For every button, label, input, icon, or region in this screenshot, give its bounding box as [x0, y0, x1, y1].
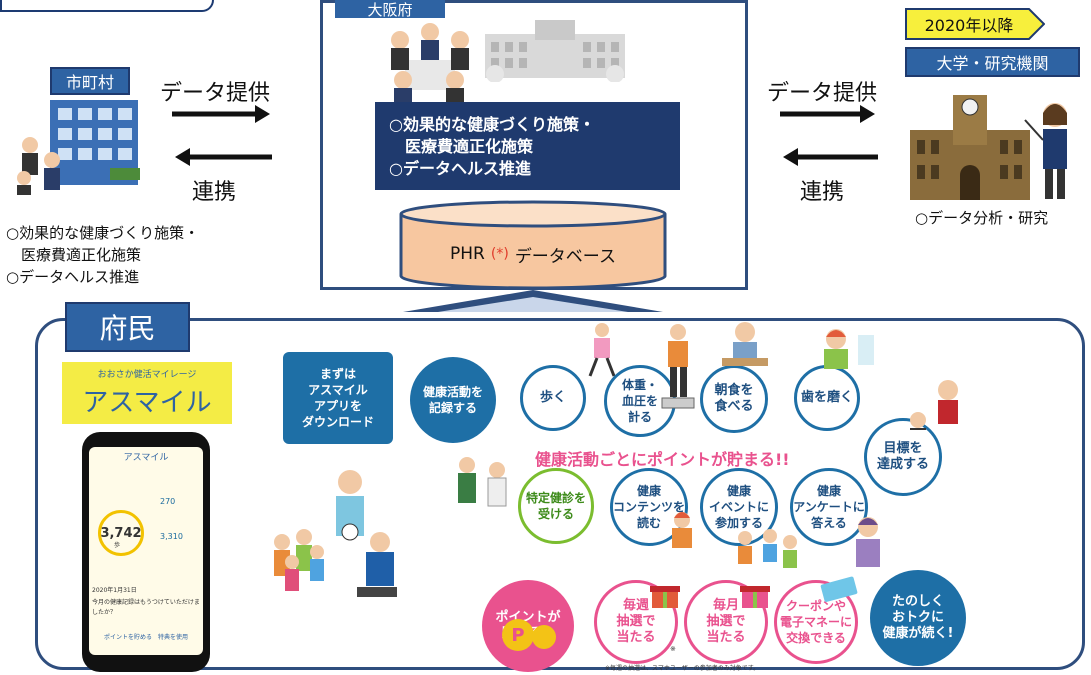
researcher-icon — [1024, 103, 1067, 199]
university-building-icon — [910, 95, 1067, 200]
year-tag-label: 2020年以降 — [924, 16, 1014, 35]
walking-person-icon — [588, 323, 616, 377]
survey-icon — [856, 517, 880, 567]
coupon-exchange-step: クーポンや 電子マネーに 交換できる — [774, 580, 858, 664]
checkup-icon — [458, 457, 507, 507]
walk-step: 歩く — [520, 365, 586, 431]
municipality-line: ○効果的な健康づくり施策・ — [6, 224, 200, 242]
phone-steps-count: 3,742 — [98, 510, 144, 556]
phr-text: PHR — [450, 244, 485, 264]
healthy-and-fun-step: たのしく おトクに 健康が続く! — [870, 570, 966, 666]
scale-icon — [661, 324, 695, 409]
download-app-step: まずは アスマイル アプリを ダウンロード — [283, 352, 393, 444]
phone-stat-1: 270 — [160, 497, 176, 506]
coupon-icon — [820, 576, 858, 602]
running-people-icon — [738, 529, 797, 568]
municipality-line: ○データヘルス推進 — [6, 268, 140, 286]
people-meeting-icon — [391, 23, 469, 105]
osaka-measures-box: ○効果的な健康づくり施策・ 医療費適正化施策 ○データヘルス推進 — [375, 102, 680, 190]
database-cylinder-icon — [399, 200, 667, 290]
toothbrush-icon — [824, 329, 874, 369]
osaka-measure-line: 医療費適正化施策 — [389, 137, 534, 156]
upward-arrow-icon — [403, 290, 663, 312]
record-activity-step: 健康活動を 記録する — [410, 357, 496, 443]
municipality-label: 市町村 — [50, 67, 130, 95]
phone-message: 今月の健康記録はもうつけていただけましたか？ — [92, 599, 200, 616]
point-coin-icon: P — [502, 619, 556, 651]
database-label: PHR (*) データベース — [398, 232, 668, 276]
phone-steps-unit: 歩 — [114, 542, 121, 549]
database-text: データベース — [514, 246, 616, 267]
municipality-description: ○効果的な健康づくり施策・ 医療費適正化施策 ○データヘルス推進 — [6, 222, 296, 288]
phone-stat-2: 3,310 — [160, 532, 183, 541]
osaka-measure-line: ○効果的な健康づくり施策・ — [389, 115, 595, 134]
top-left-tab-edge — [0, 0, 214, 12]
answer-survey-step: 健康 アンケートに 答える — [790, 468, 868, 546]
office-building-icon — [17, 100, 140, 195]
goal-person-icon — [910, 380, 958, 430]
osaka-title: 大阪府 — [335, 0, 445, 19]
right-data-provide-label: データ提供 — [767, 81, 878, 106]
government-building-icon — [485, 20, 625, 82]
osaka-measure-line: ○データヘルス推進 — [389, 159, 531, 178]
specific-checkup-step: 特定健診を 受ける — [518, 468, 594, 544]
citizens-label: 府民 — [65, 302, 190, 352]
left-collaboration-label: 連携 — [192, 180, 237, 205]
brush-teeth-step: 歯を磨く — [794, 365, 860, 431]
weekly-note-mark: ※ — [670, 645, 676, 653]
eat-breakfast-step: 朝食を 食べる — [700, 365, 768, 433]
left-data-provide-label: データ提供 — [160, 81, 271, 106]
right-collaboration-label: 連携 — [800, 180, 845, 205]
reading-icon — [672, 512, 692, 548]
points-slogan: 健康活動ごとにポイントが貯まる!! — [535, 450, 790, 469]
year-tag-shape — [905, 8, 1045, 40]
university-description: ○データ分析・研究 — [915, 209, 1049, 227]
gift-icon — [650, 586, 680, 608]
achieve-goal-step: 目標を 達成する — [864, 418, 942, 496]
lottery-footnote: ※毎週の抽選は、スマホユーザーの参加者のみ対象です。 — [605, 665, 760, 672]
phone-bottom-bar: ポイントを貯める 特典を使用 — [103, 633, 188, 641]
gift-icon — [740, 586, 770, 608]
running-people-icon — [274, 470, 397, 597]
breakfast-icon — [722, 322, 768, 366]
asmile-logo — [62, 362, 232, 424]
university-label: 大学・研究機関 — [905, 47, 1080, 77]
asmile-name: アスマイル — [82, 388, 212, 418]
phone-date: 2020年1月31日 — [92, 587, 137, 594]
phone-app-name: アスマイル — [123, 452, 169, 463]
asmile-subtitle: おおさか健活マイレージ — [97, 370, 197, 380]
phr-asterisk: (*) — [490, 246, 509, 262]
municipality-line: 医療費適正化施策 — [6, 246, 142, 264]
svg-text:P: P — [511, 625, 524, 646]
